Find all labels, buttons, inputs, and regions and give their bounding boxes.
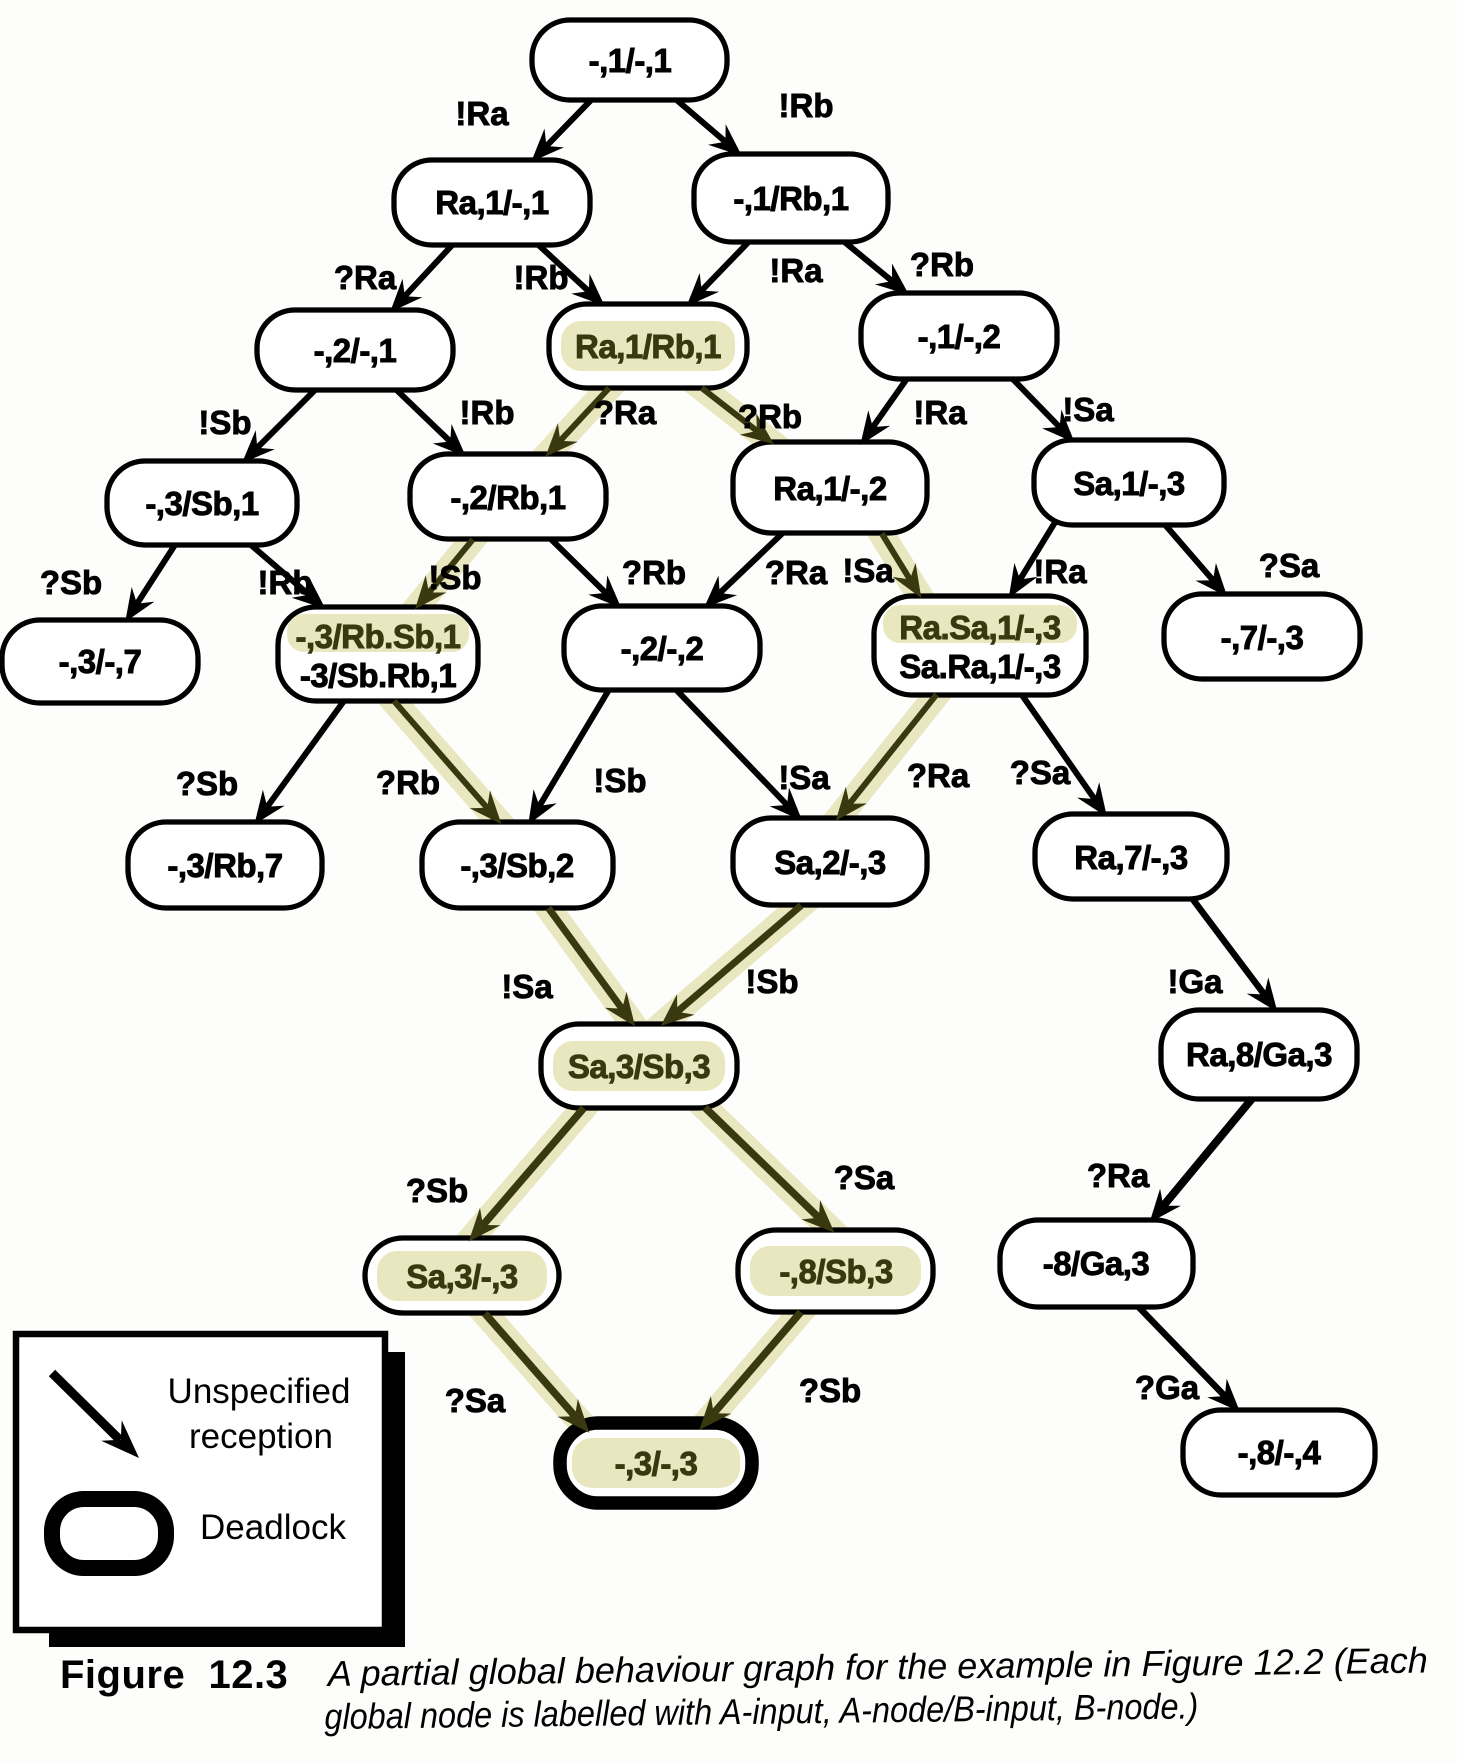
svg-text:?Ra: ?Ra — [765, 554, 828, 591]
svg-text:-,3/Sb,2: -,3/Sb,2 — [460, 847, 574, 884]
svg-text:!Rb: !Rb — [779, 87, 834, 124]
svg-text:-,2/Rb,1: -,2/Rb,1 — [450, 479, 565, 516]
svg-text:-,3/-,7: -,3/-,7 — [59, 643, 142, 680]
svg-text:?Sb: ?Sb — [40, 564, 102, 601]
svg-text:?Ra: ?Ra — [907, 757, 970, 794]
svg-text:Ra,7/-,3: Ra,7/-,3 — [1074, 839, 1188, 876]
svg-text:?Sb: ?Sb — [406, 1172, 468, 1209]
svg-text:Ra,1/Rb,1: Ra,1/Rb,1 — [575, 328, 721, 365]
svg-text:!Ra: !Ra — [1033, 553, 1087, 590]
svg-text:?Rb: ?Rb — [738, 398, 802, 435]
svg-text:Deadlock: Deadlock — [200, 1508, 346, 1547]
svg-text:Sa,1/-,3: Sa,1/-,3 — [1073, 465, 1185, 502]
svg-text:-,8/-,4: -,8/-,4 — [1238, 1434, 1322, 1471]
svg-text:-,3/-,3: -,3/-,3 — [615, 1445, 698, 1482]
svg-text:!Sa: !Sa — [501, 968, 553, 1005]
svg-text:?Sb: ?Sb — [799, 1372, 861, 1409]
svg-text:!Sb: !Sb — [428, 559, 481, 596]
svg-text:-,1/-,2: -,1/-,2 — [918, 318, 1001, 355]
svg-text:!Sb: !Sb — [745, 963, 798, 1000]
svg-text:-,1/Rb,1: -,1/Rb,1 — [733, 180, 848, 217]
svg-text:!Ga: !Ga — [1167, 963, 1223, 1000]
svg-text:Sa,3/-,3: Sa,3/-,3 — [406, 1258, 518, 1295]
svg-text:Sa,3/Sb,3: Sa,3/Sb,3 — [568, 1048, 710, 1085]
svg-text:!Rb: !Rb — [258, 564, 313, 601]
svg-text:-,3/Rb,7: -,3/Rb,7 — [167, 847, 282, 884]
svg-text:!Sb: !Sb — [198, 404, 251, 441]
svg-text:!Sa: !Sa — [842, 552, 894, 589]
svg-text:-,2/-,1: -,2/-,1 — [314, 332, 397, 369]
svg-text:reception: reception — [189, 1417, 333, 1456]
svg-text:-,7/-,3: -,7/-,3 — [1221, 619, 1304, 656]
svg-text:Ra.Sa,1/-,3: Ra.Sa,1/-,3 — [899, 609, 1061, 646]
svg-text:-,1/-,1: -,1/-,1 — [589, 42, 672, 79]
svg-text:!Ra: !Ra — [769, 252, 823, 289]
svg-text:Ra,1/-,1: Ra,1/-,1 — [435, 184, 549, 221]
svg-text:!Rb: !Rb — [514, 259, 569, 296]
svg-text:-,3/Sb,1: -,3/Sb,1 — [145, 485, 259, 522]
svg-text:?Rb: ?Rb — [376, 764, 440, 801]
svg-text:?Sa: ?Sa — [1010, 754, 1071, 791]
svg-text:Ra,8/Ga,3: Ra,8/Ga,3 — [1186, 1036, 1332, 1073]
svg-text:!Ra: !Ra — [455, 95, 509, 132]
svg-text:?Sa: ?Sa — [1259, 547, 1320, 584]
svg-text:?Sb: ?Sb — [176, 765, 238, 802]
svg-text:-,8/Sb,3: -,8/Sb,3 — [779, 1253, 893, 1290]
svg-text:?Sa: ?Sa — [445, 1382, 506, 1419]
svg-text:!Sa: !Sa — [778, 759, 830, 796]
svg-text:-,3/Rb.Sb,1: -,3/Rb.Sb,1 — [295, 618, 460, 655]
svg-text:!Ra: !Ra — [913, 394, 967, 431]
svg-text:?Ra: ?Ra — [334, 259, 397, 296]
svg-text:?Ra: ?Ra — [1087, 1157, 1150, 1194]
svg-text:?Sa: ?Sa — [834, 1159, 895, 1196]
svg-text:-3/Sb.Rb,1: -3/Sb.Rb,1 — [300, 657, 457, 694]
svg-text:Sa.Ra,1/-,3: Sa.Ra,1/-,3 — [899, 648, 1061, 685]
svg-text:Figure 12.3: Figure 12.3 — [60, 1653, 288, 1697]
svg-text:-,2/-,2: -,2/-,2 — [621, 630, 704, 667]
svg-text:Ra,1/-,2: Ra,1/-,2 — [773, 470, 887, 507]
svg-text:Unspecified: Unspecified — [168, 1372, 351, 1411]
svg-text:!Rb: !Rb — [460, 394, 515, 431]
svg-text:!Sa: !Sa — [1062, 391, 1114, 428]
svg-text:?Ga: ?Ga — [1135, 1369, 1200, 1406]
svg-text:!Sb: !Sb — [593, 762, 646, 799]
svg-text:-8/Ga,3: -8/Ga,3 — [1043, 1245, 1150, 1282]
svg-text:?Ra: ?Ra — [594, 394, 657, 431]
svg-text:?Rb: ?Rb — [622, 554, 686, 591]
svg-text:?Rb: ?Rb — [910, 246, 974, 283]
svg-text:Sa,2/-,3: Sa,2/-,3 — [774, 844, 886, 881]
